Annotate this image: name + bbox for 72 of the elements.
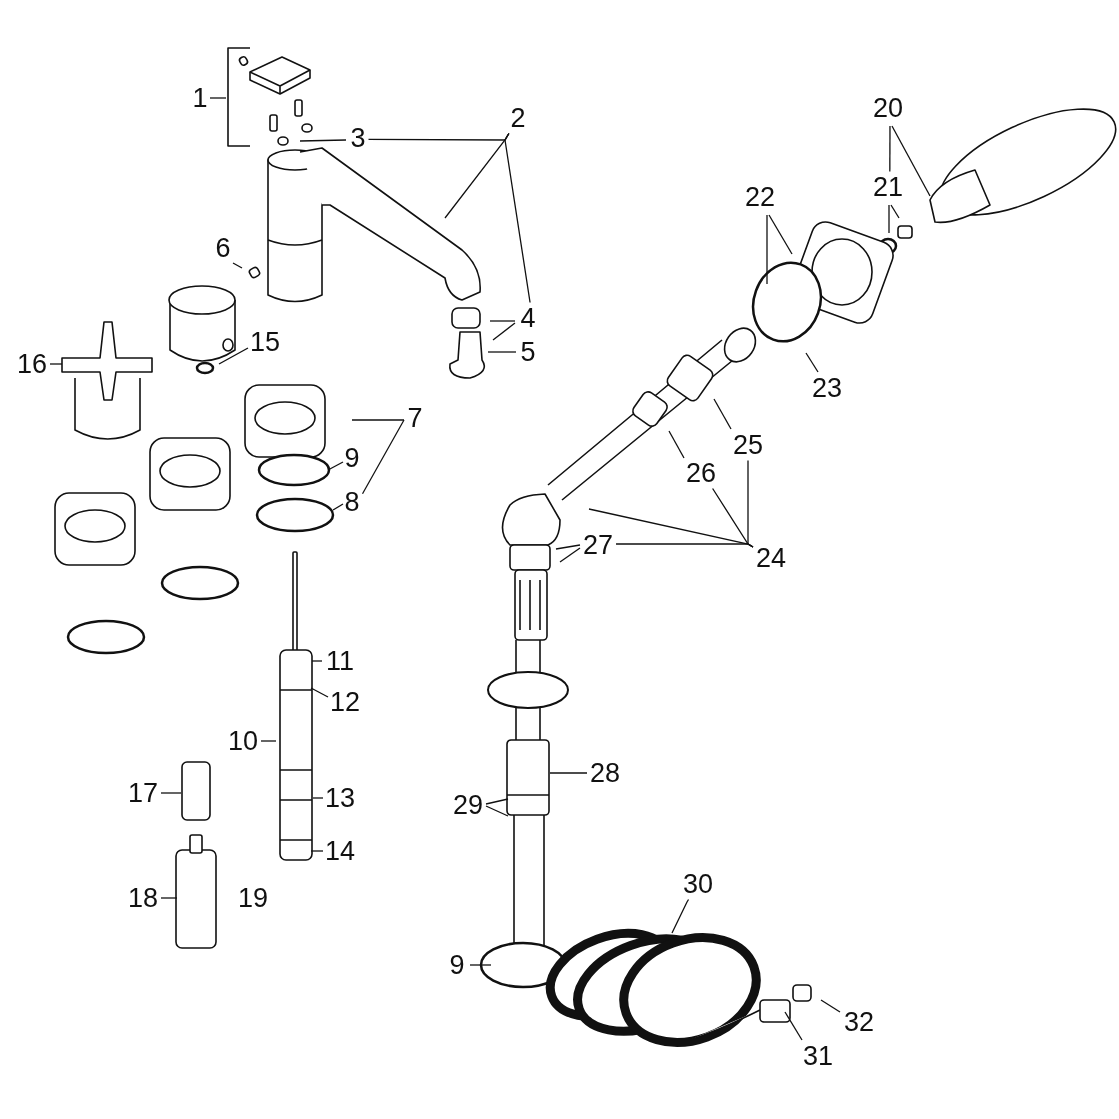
leader-line xyxy=(890,204,900,219)
leader-line xyxy=(485,805,509,817)
callout-number: 17 xyxy=(128,779,158,807)
callout-number: 24 xyxy=(756,544,786,572)
leader-line xyxy=(332,503,344,511)
callout-number: 28 xyxy=(590,759,620,787)
callout-number: 13 xyxy=(325,784,355,812)
leader-line xyxy=(549,772,588,774)
leader-line xyxy=(888,204,890,234)
leader-line xyxy=(805,352,819,373)
callout-number: 5 xyxy=(520,338,536,366)
callout-number: 25 xyxy=(733,431,763,459)
leader-line xyxy=(351,419,405,421)
callout-number: 15 xyxy=(250,328,280,356)
leader-line xyxy=(489,320,516,322)
leader-line xyxy=(820,999,841,1013)
callout-number: 2 xyxy=(510,104,526,132)
leader-line xyxy=(361,419,405,495)
leader-line xyxy=(218,347,249,365)
callout-number: 20 xyxy=(873,94,903,122)
callout-number: 4 xyxy=(520,304,536,332)
leader-line xyxy=(891,125,931,197)
leader-line xyxy=(559,547,581,563)
callout-number: 16 xyxy=(17,350,47,378)
leader-line xyxy=(555,544,581,550)
callout-number: 27 xyxy=(583,531,613,559)
leader-line xyxy=(367,132,510,141)
callout-number: 10 xyxy=(228,727,258,755)
leader-line xyxy=(487,351,517,353)
leader-line xyxy=(312,797,324,799)
leader-line xyxy=(160,897,178,899)
leader-line xyxy=(310,687,329,698)
callout-number: 9 xyxy=(449,951,465,979)
callout-number: 12 xyxy=(330,688,360,716)
leader-line xyxy=(310,850,324,852)
callout-number: 23 xyxy=(812,374,842,402)
leader-line xyxy=(160,792,182,794)
callout-number: 9 xyxy=(344,444,360,472)
leader-line xyxy=(492,322,516,341)
leader-line xyxy=(299,139,347,142)
leader-line xyxy=(232,262,243,269)
callout-number: 32 xyxy=(844,1008,874,1036)
leader-line xyxy=(469,964,492,966)
leader-line xyxy=(615,543,754,548)
callout-number: 3 xyxy=(350,124,366,152)
leader-line xyxy=(671,898,690,934)
callout-number: 30 xyxy=(683,870,713,898)
callout-number: 6 xyxy=(215,234,231,262)
leader-line xyxy=(485,798,509,805)
callout-number: 7 xyxy=(407,404,423,432)
leader-line xyxy=(766,214,768,285)
leader-line xyxy=(768,214,793,255)
callout-number: 11 xyxy=(326,647,354,675)
leader-line xyxy=(49,363,63,365)
leader-line xyxy=(209,97,227,99)
callout-number: 19 xyxy=(238,884,268,912)
callout-number: 18 xyxy=(128,884,158,912)
leader-line xyxy=(260,740,277,742)
leader-line xyxy=(889,125,891,173)
leader-line xyxy=(668,430,685,459)
callout-number: 21 xyxy=(873,173,903,201)
callout-number: 22 xyxy=(745,183,775,211)
callout-number: 8 xyxy=(344,488,360,516)
callout-number: 29 xyxy=(453,791,483,819)
leader-line xyxy=(311,660,323,662)
leader-line xyxy=(784,1011,803,1041)
leader-line xyxy=(713,398,732,430)
callout-number: 14 xyxy=(325,837,355,865)
leader-line xyxy=(327,461,344,471)
callout-number: 31 xyxy=(803,1042,833,1070)
callout-number: 26 xyxy=(686,459,716,487)
callout-number: 1 xyxy=(192,84,208,112)
